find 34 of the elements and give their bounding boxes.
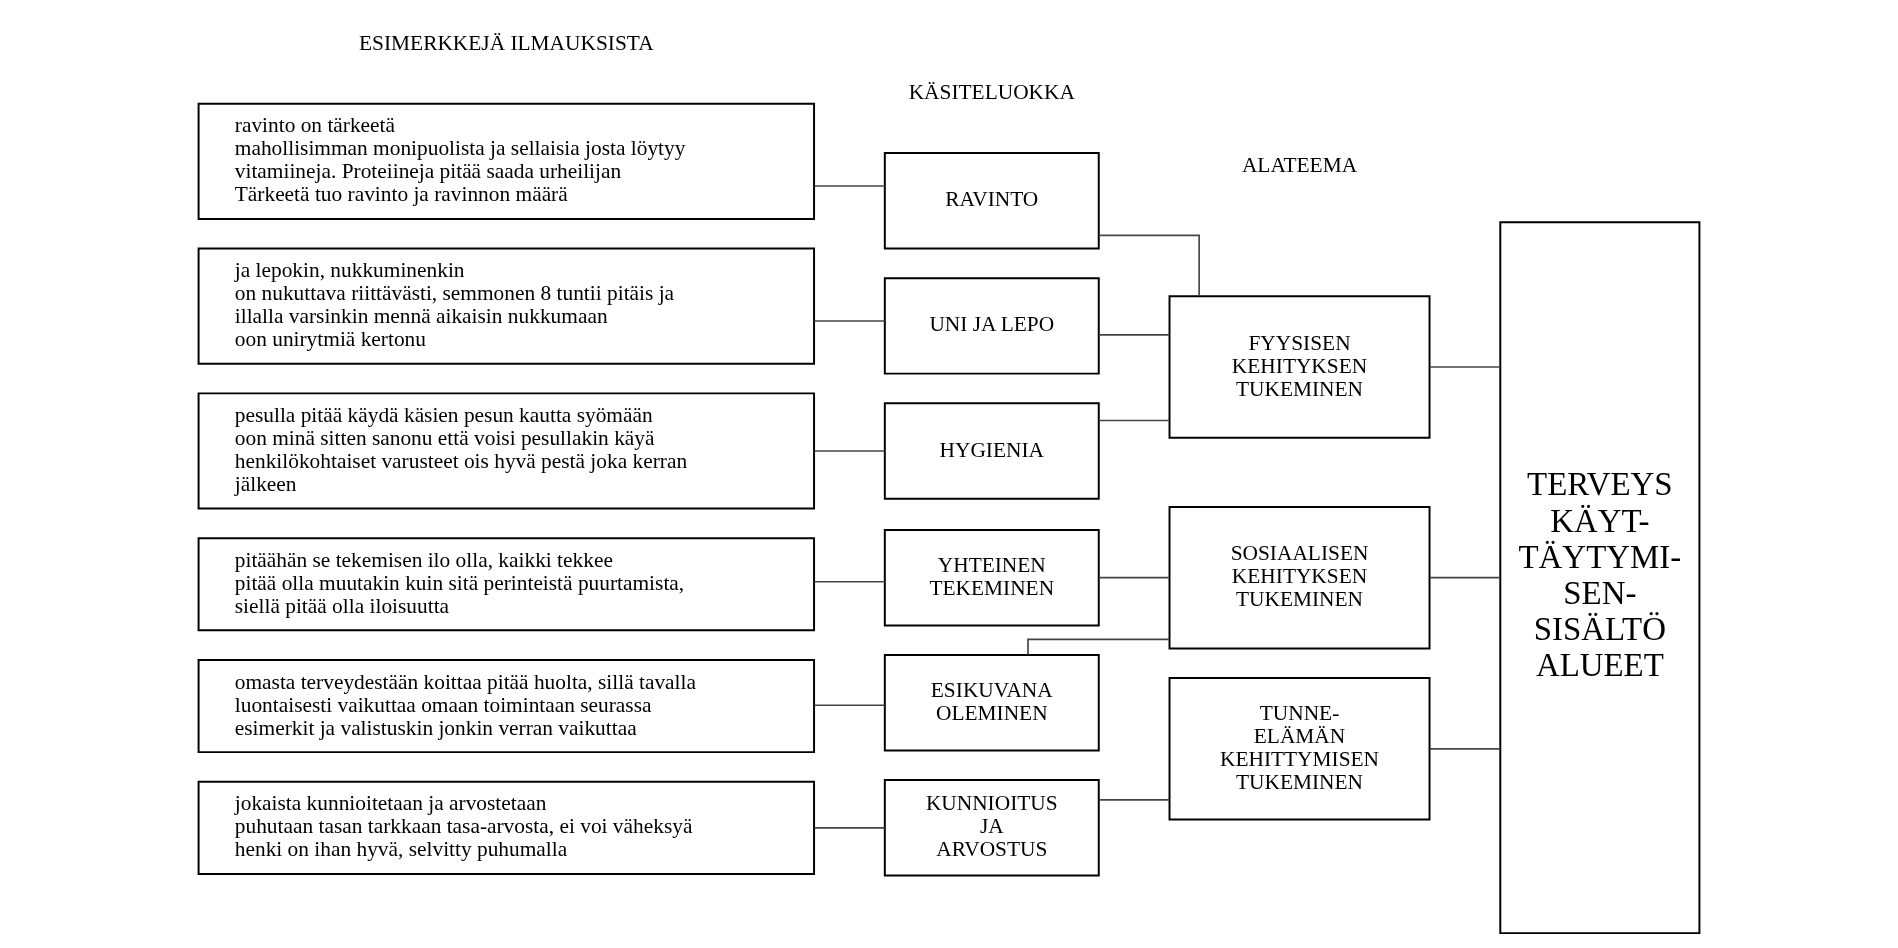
node-box: UNI JA LEPO	[883, 277, 1100, 375]
connector	[1027, 638, 1171, 656]
node-box: ESIKUVANA OLEMINEN	[883, 654, 1100, 752]
connector	[1098, 334, 1171, 336]
node-box: pitäähän se tekemisen ilo olla, kaikki tekkee pitää olla muutakin kuin sitä perinteistä puurtamista, siellä pitää olla iloisuutta	[197, 537, 816, 632]
node-box: ravinto on tärkeetä mahollisimman monipuolista ja sellaisia josta löytyy vitamiineja. Proteiineja pitää saada urheilijan Tärkeetä tuo ravinto ja ravinnon määrä	[197, 102, 816, 220]
node-box: jokaista kunnioitetaan ja arvostetaan puhutaan tasan tarkkaan tasa-arvosta, ei voi väheksyä henki on ihan hyvä, selvitty puhumalla	[197, 780, 816, 875]
node-box: KUNNIOITUS JA ARVOSTUS	[883, 779, 1100, 877]
node-box: omasta terveydestään koittaa pitää huolta, sillä tavalla luontaisesti vaikuttaa omaan toimintaan seurassa esimerkit ja valistuskin jonkin verran vaikuttaa	[197, 658, 816, 754]
node-box: SOSIAALISEN KEHITYKSEN TUKEMINEN	[1168, 505, 1431, 650]
connector	[1098, 799, 1171, 801]
node-box: TUNNE- ELÄMÄN KEHITTYMISEN TUKEMINEN	[1168, 677, 1431, 821]
connector	[1098, 419, 1171, 422]
connector	[1429, 576, 1501, 579]
connector	[813, 320, 886, 322]
connector	[813, 704, 886, 707]
label: ESIMERKKEJÄ ILMAUKSISTA	[359, 31, 654, 56]
node-box: HYGIENIA	[883, 402, 1100, 500]
node-box: TERVEYS KÄYT- TÄYTYMI- SEN- SISÄLTÖ ALUEET	[1499, 221, 1701, 935]
node-box: YHTEINEN TEKEMINEN	[883, 528, 1100, 627]
connector	[813, 185, 886, 187]
node-box: RAVINTO	[883, 152, 1100, 250]
connector	[1429, 748, 1501, 750]
label: KÄSITELUOKKA	[908, 80, 1075, 105]
connector	[813, 450, 886, 452]
connector	[1098, 576, 1171, 579]
connector	[813, 827, 886, 829]
connector	[813, 580, 886, 583]
label: ALATEEMA	[1241, 152, 1358, 177]
node-box: pesulla pitää käydä käsien pesun kautta syömään oon minä sitten sanonu että voisi pesullakin käyä henkilökohtaiset varusteet ois hyvä pestä joka kerran jälkeen	[197, 392, 816, 510]
connector	[1429, 366, 1501, 368]
node-box: ja lepokin, nukkuminenkin on nukuttava riittävästi, semmonen 8 tuntii pitäis ja illalla varsinkin mennä aikaisin nukkumaan oon unirytmiä kertonu	[197, 247, 816, 365]
connector	[1098, 234, 1200, 297]
node-box: FYYSISEN KEHITYKSEN TUKEMINEN	[1168, 295, 1431, 439]
